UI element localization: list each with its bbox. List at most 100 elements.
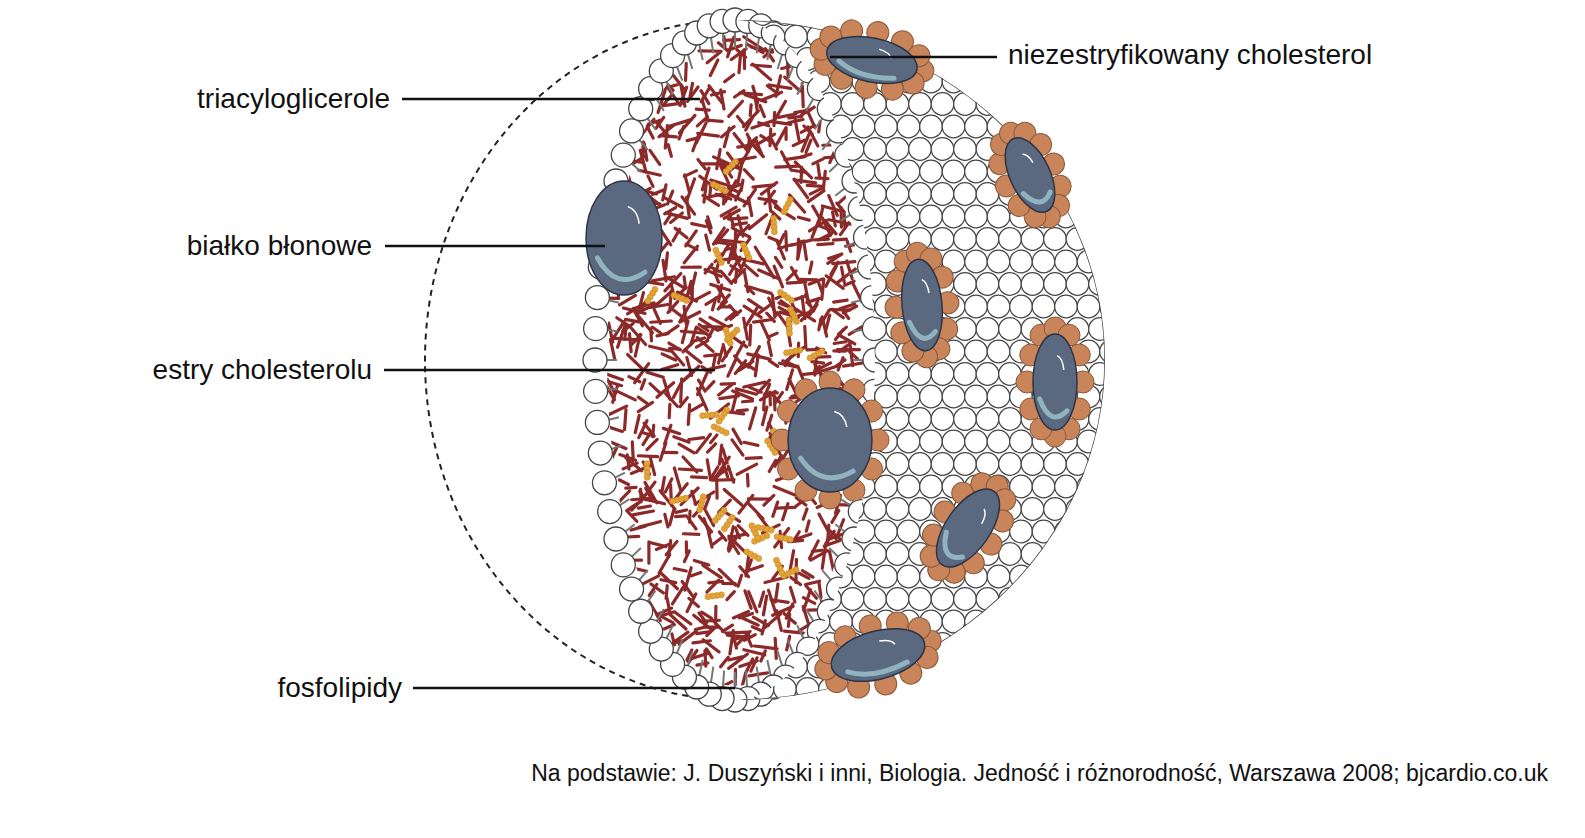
phospholipid-head xyxy=(1044,228,1067,251)
phospholipid-head xyxy=(830,250,853,273)
leader-line xyxy=(413,687,735,690)
triacylglycerol-stick xyxy=(647,372,663,377)
phospholipid-head xyxy=(729,408,752,431)
phospholipid-head xyxy=(1167,475,1190,498)
phospholipid-head xyxy=(774,633,797,656)
phospholipid-head xyxy=(740,430,763,453)
phospholipid-head xyxy=(864,138,887,161)
phospholipid-head xyxy=(620,119,644,143)
phospholipid-head xyxy=(1111,543,1134,566)
phospholipid-head xyxy=(729,588,752,611)
phospholipid-head xyxy=(729,273,752,296)
phospholipid-head xyxy=(1055,520,1078,543)
phospholipid-head xyxy=(920,115,943,138)
triacylglycerol-stick xyxy=(818,244,833,245)
phospholipid-head xyxy=(592,471,616,495)
triacylglycerol-stick xyxy=(822,279,824,299)
phospholipid-head xyxy=(740,655,763,678)
phospholipid-head xyxy=(954,408,977,431)
phospholipid-head xyxy=(751,453,774,476)
phospholipid-head xyxy=(886,3,909,26)
triacylglycerol-stick xyxy=(684,63,688,80)
triacylglycerol-stick xyxy=(729,213,734,227)
core-ground xyxy=(595,20,875,700)
phospholipid-head xyxy=(852,340,875,363)
phospholipid-head xyxy=(931,138,954,161)
triacylglycerol-stick xyxy=(815,363,831,371)
phospholipid-head xyxy=(1156,498,1179,521)
phospholipid-head xyxy=(965,655,988,678)
phospholipid-head xyxy=(751,678,774,701)
triacylglycerol-stick xyxy=(768,342,771,356)
triacylglycerol-stick xyxy=(683,342,693,352)
phospholipid-head xyxy=(584,379,608,403)
phospholipid-head xyxy=(841,228,864,251)
triacylglycerol-stick xyxy=(640,150,646,172)
triacylglycerol-stick xyxy=(649,282,663,284)
triacylglycerol-stick xyxy=(749,592,757,612)
phospholipid-head xyxy=(875,475,898,498)
triacylglycerol-stick xyxy=(746,456,761,460)
triacylglycerol-stick xyxy=(792,170,805,172)
phospholipid-head xyxy=(942,160,965,183)
triacylglycerol-stick xyxy=(801,154,811,157)
phospholipid-head xyxy=(1089,453,1112,476)
triacylglycerol-stick xyxy=(698,159,706,169)
triacylglycerol-stick xyxy=(831,262,838,274)
phospholipid-head xyxy=(875,520,898,543)
phospholipid-head xyxy=(1021,453,1044,476)
phospholipid-head xyxy=(1077,475,1100,498)
triacylglycerol-stick xyxy=(748,325,752,345)
phospholipid-head xyxy=(1021,273,1044,296)
phospholipid-head xyxy=(1122,565,1145,588)
phospholipid-head xyxy=(1156,453,1179,476)
triacylglycerol-stick xyxy=(829,551,833,572)
protein-highlight xyxy=(597,258,645,280)
triacylglycerol-stick xyxy=(775,207,794,219)
phospholipid-head xyxy=(976,678,999,701)
triacylglycerol-stick xyxy=(755,646,778,649)
phospholipid-head xyxy=(1032,475,1055,498)
triacylglycerol-stick xyxy=(667,598,670,614)
protein-body xyxy=(1033,334,1077,430)
triacylglycerol-stick xyxy=(697,338,713,352)
phospholipid-head xyxy=(897,520,920,543)
phospholipid-head xyxy=(976,273,999,296)
triacylglycerol-stick xyxy=(840,208,843,227)
phospholipid-head xyxy=(1111,138,1134,161)
phospholipid-head xyxy=(1066,93,1089,116)
triacylglycerol-stick xyxy=(803,509,807,519)
triacylglycerol-stick xyxy=(668,301,678,312)
triacylglycerol-stick xyxy=(661,103,684,106)
triacylglycerol-stick xyxy=(832,310,843,318)
triacylglycerol-stick xyxy=(733,429,741,443)
triacylglycerol-stick xyxy=(725,75,734,82)
triacylglycerol-stick xyxy=(824,540,841,546)
triacylglycerol-stick xyxy=(776,76,781,96)
phospholipid-head xyxy=(976,363,999,386)
phospholipid-head xyxy=(729,633,752,656)
phospholipid-head xyxy=(999,453,1022,476)
phospholipid-head xyxy=(920,430,943,453)
triacylglycerol-stick xyxy=(791,240,811,245)
triacylglycerol-stick xyxy=(632,498,653,500)
phospholipid-head xyxy=(762,250,785,273)
triacylglycerol-stick xyxy=(776,506,795,510)
triacylglycerol-stick xyxy=(747,44,763,52)
protein-body xyxy=(995,130,1065,219)
triacylglycerol-stick xyxy=(691,475,706,479)
phospholipid-head xyxy=(1156,273,1179,296)
triacylglycerol-stick xyxy=(620,455,636,461)
phospholipid-head xyxy=(729,138,752,161)
phospholipid-head xyxy=(774,588,797,611)
triacylglycerol-stick xyxy=(743,50,746,69)
triacylglycerol-stick xyxy=(633,511,654,515)
phospholipid-head xyxy=(819,228,842,251)
phospholipid-head xyxy=(875,115,898,138)
triacylglycerol-stick xyxy=(787,370,793,390)
phospholipid-head xyxy=(909,408,932,431)
phospholipid-head xyxy=(751,48,774,71)
phospholipid-head xyxy=(852,160,875,183)
triacylglycerol-stick xyxy=(635,415,639,432)
triacylglycerol-stick xyxy=(746,474,750,486)
